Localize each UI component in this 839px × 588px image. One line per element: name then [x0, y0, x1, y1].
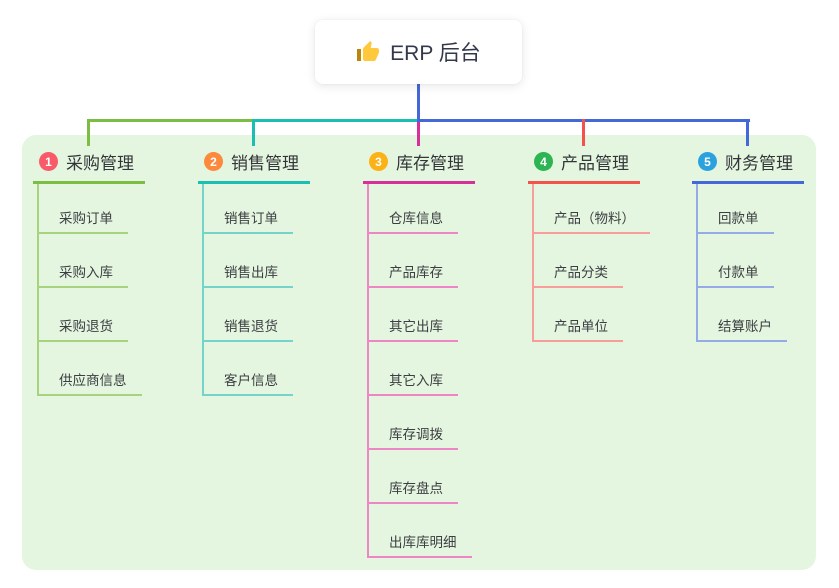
- child-node: 产品库存: [369, 234, 472, 288]
- branch-product: 4 产品管理 产品（物料） 产品分类 产品单位: [528, 145, 650, 342]
- branch-finance-title[interactable]: 5 财务管理: [692, 145, 804, 184]
- connector-drop-inventory: [417, 122, 420, 146]
- child-node: 销售出库: [204, 234, 293, 288]
- connector-horizontal-green: [87, 119, 255, 122]
- branch-product-title[interactable]: 4 产品管理: [528, 145, 640, 184]
- child-label[interactable]: 产品（物料）: [534, 207, 650, 234]
- child-node: 回款单: [698, 184, 787, 234]
- branch-index-badge: 4: [534, 152, 553, 171]
- child-label[interactable]: 结算账户: [698, 315, 787, 342]
- mindmap-panel: [22, 135, 816, 570]
- child-label[interactable]: 库存调拨: [369, 423, 458, 450]
- connector-horizontal-teal: [252, 119, 420, 122]
- child-node: 销售退货: [204, 288, 293, 342]
- child-label[interactable]: 供应商信息: [39, 369, 142, 396]
- child-label[interactable]: 产品单位: [534, 315, 623, 342]
- connector-drop-product: [582, 119, 585, 146]
- branch-title-label: 销售管理: [231, 154, 299, 173]
- child-label[interactable]: 产品分类: [534, 261, 623, 288]
- branch-title-label: 库存管理: [396, 154, 464, 173]
- branch-index-badge: 5: [698, 152, 717, 171]
- branch-purchase-children: 采购订单 采购入库 采购退货 供应商信息: [37, 184, 142, 396]
- branch-inventory-children: 仓库信息 产品库存 其它出库 其它入库 库存调拨 库存盘点 出库库明细: [367, 184, 472, 558]
- thumbs-up-icon: [356, 40, 380, 64]
- child-node: 产品（物料）: [534, 184, 650, 234]
- child-label[interactable]: 出库库明细: [369, 531, 472, 558]
- child-label[interactable]: 采购入库: [39, 261, 128, 288]
- child-node: 供应商信息: [39, 342, 142, 396]
- child-node: 库存调拨: [369, 396, 472, 450]
- branch-index-badge: 2: [204, 152, 223, 171]
- child-node: 仓库信息: [369, 184, 472, 234]
- child-label[interactable]: 客户信息: [204, 369, 293, 396]
- child-label[interactable]: 其它入库: [369, 369, 458, 396]
- branch-index-badge: 1: [39, 152, 58, 171]
- branch-sales-title[interactable]: 2 销售管理: [198, 145, 310, 184]
- branch-index-badge: 3: [369, 152, 388, 171]
- child-node: 采购退货: [39, 288, 142, 342]
- child-label[interactable]: 销售出库: [204, 261, 293, 288]
- child-node: 付款单: [698, 234, 787, 288]
- branch-finance: 5 财务管理 回款单 付款单 结算账户: [692, 145, 804, 342]
- child-label[interactable]: 付款单: [698, 261, 774, 288]
- branch-inventory: 3 库存管理 仓库信息 产品库存 其它出库 其它入库 库存调拨 库存盘点 出库库…: [363, 145, 475, 558]
- branch-sales-children: 销售订单 销售出库 销售退货 客户信息: [202, 184, 293, 396]
- child-label[interactable]: 库存盘点: [369, 477, 458, 504]
- branch-product-children: 产品（物料） 产品分类 产品单位: [532, 184, 650, 342]
- child-label[interactable]: 销售退货: [204, 315, 293, 342]
- branch-title-label: 采购管理: [66, 154, 134, 173]
- child-label[interactable]: 仓库信息: [369, 207, 458, 234]
- child-node: 其它入库: [369, 342, 472, 396]
- child-label[interactable]: 销售订单: [204, 207, 293, 234]
- connector-drop-purchase: [87, 119, 90, 146]
- child-label[interactable]: 采购订单: [39, 207, 128, 234]
- child-label[interactable]: 产品库存: [369, 261, 458, 288]
- branch-finance-children: 回款单 付款单 结算账户: [696, 184, 787, 342]
- root-node-erp[interactable]: ERP 后台: [315, 20, 522, 84]
- child-node: 销售订单: [204, 184, 293, 234]
- branch-purchase-title[interactable]: 1 采购管理: [33, 145, 145, 184]
- connector-drop-finance: [746, 119, 749, 146]
- child-label[interactable]: 回款单: [698, 207, 774, 234]
- connector-drop-sales: [252, 119, 255, 146]
- child-label[interactable]: 采购退货: [39, 315, 128, 342]
- child-node: 采购入库: [39, 234, 142, 288]
- child-node: 产品单位: [534, 288, 650, 342]
- branch-purchase: 1 采购管理 采购订单 采购入库 采购退货 供应商信息: [33, 145, 145, 396]
- child-node: 其它出库: [369, 288, 472, 342]
- child-node: 客户信息: [204, 342, 293, 396]
- child-node: 结算账户: [698, 288, 787, 342]
- root-label: ERP 后台: [390, 42, 481, 65]
- connector-root-stub: [417, 84, 420, 122]
- child-label[interactable]: 其它出库: [369, 315, 458, 342]
- branch-title-label: 产品管理: [561, 154, 629, 173]
- child-node: 产品分类: [534, 234, 650, 288]
- branch-sales: 2 销售管理 销售订单 销售出库 销售退货 客户信息: [198, 145, 310, 396]
- branch-inventory-title[interactable]: 3 库存管理: [363, 145, 475, 184]
- child-node: 库存盘点: [369, 450, 472, 504]
- child-node: 采购订单: [39, 184, 142, 234]
- branch-title-label: 财务管理: [725, 154, 793, 173]
- child-node: 出库库明细: [369, 504, 472, 558]
